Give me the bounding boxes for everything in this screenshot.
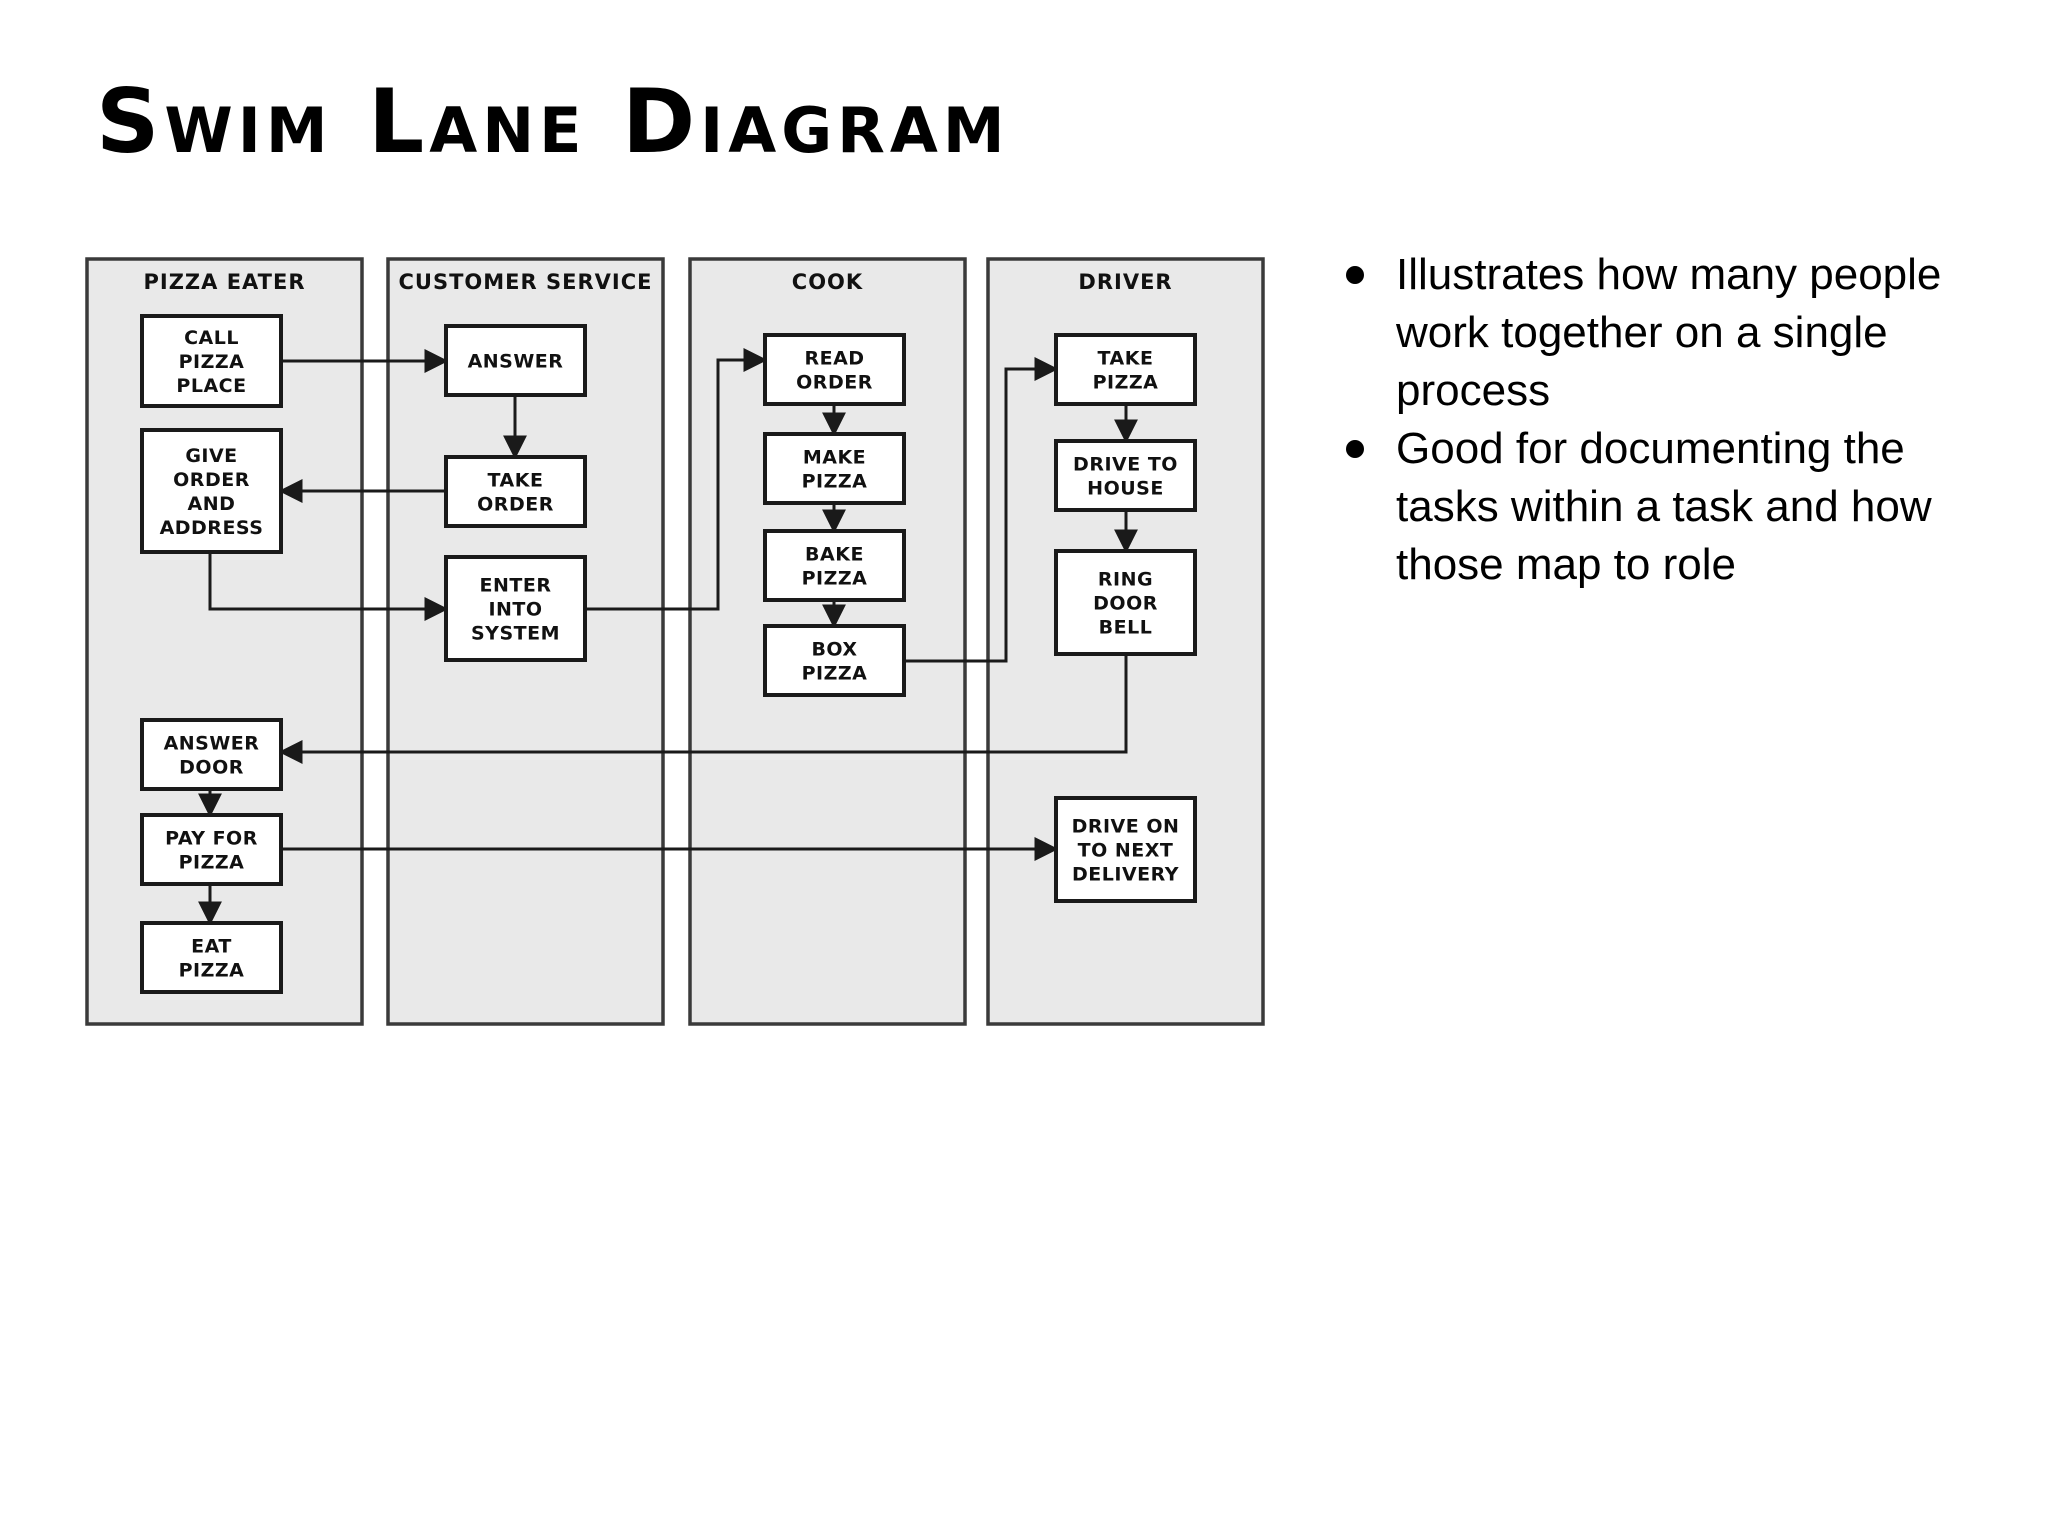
step-answer: ANSWER [444, 324, 587, 397]
step-box [1054, 439, 1197, 512]
step-label: TAKE [488, 470, 544, 492]
step-label: BAKE [805, 544, 864, 566]
step-box [140, 718, 283, 791]
step-label: PLACE [176, 375, 246, 397]
step-label: ADDRESS [160, 517, 264, 539]
step-box [140, 428, 283, 554]
lane-title: CUSTOMER SERVICE [399, 270, 653, 294]
lane-title: DRIVER [1078, 270, 1172, 294]
step-label: ORDER [173, 469, 250, 491]
step-label: TO NEXT [1078, 840, 1174, 862]
bullet-item: Illustrates how many people work togethe… [1346, 246, 2006, 420]
step-label: DOOR [1093, 593, 1158, 615]
arrow-box-to-takepizza [904, 357, 1059, 663]
step-box [444, 455, 587, 528]
step-label: PIZZA [179, 960, 245, 982]
bullet-dot-icon [1346, 266, 1364, 284]
step-label: RING [1098, 569, 1153, 591]
step-label: BOX [811, 639, 857, 661]
connections [198, 348, 1138, 926]
step-label: PIZZA [1093, 372, 1159, 394]
step-label: DRIVE ON [1072, 816, 1180, 838]
step-box [1054, 333, 1197, 406]
arrow-ring-to-answerdoor [278, 654, 1128, 764]
bullet-text: Illustrates how many people work togethe… [1396, 250, 1942, 415]
step-box [140, 314, 283, 408]
step-label: PIZZA [802, 471, 868, 493]
step-label: PIZZA [802, 568, 868, 590]
step-box [763, 432, 906, 505]
step-label: AND [188, 493, 236, 515]
bullet-text: Good for documenting the tasks within a … [1396, 424, 1932, 589]
step-box [1054, 549, 1197, 656]
step-label: HOUSE [1087, 478, 1164, 500]
step-label: PIZZA [802, 663, 868, 685]
step-box [763, 333, 906, 406]
step-label: DRIVE TO [1073, 454, 1178, 476]
bullet-list: Illustrates how many people work togethe… [1346, 246, 2006, 594]
step-label: PIZZA [179, 351, 245, 373]
step-box [140, 813, 283, 886]
step-label: PAY FOR [165, 828, 258, 850]
step-box [444, 555, 587, 662]
step-label: EAT [191, 936, 232, 958]
bullet-item: Good for documenting the tasks within a … [1346, 420, 2006, 594]
arrow-give-to-enter [208, 552, 449, 621]
step-label: SYSTEM [471, 623, 560, 645]
step-label: ENTER [480, 575, 552, 597]
step-label: PIZZA [179, 852, 245, 874]
step-box [763, 624, 906, 697]
step-label: MAKE [803, 447, 866, 469]
step-label: DELIVERY [1072, 864, 1179, 886]
bullet-dot-icon [1346, 440, 1364, 458]
step-label: BELL [1099, 617, 1153, 639]
step-label: INTO [488, 599, 542, 621]
step-label: ORDER [477, 494, 554, 516]
step-box [1054, 796, 1197, 903]
step-label: ANSWER [468, 351, 564, 373]
step-label: ANSWER [164, 733, 260, 755]
step-box [140, 921, 283, 994]
step-label: GIVE [185, 445, 237, 467]
lane-title: COOK [792, 270, 863, 294]
step-label: ORDER [796, 372, 873, 394]
step-label: CALL [184, 327, 239, 349]
step-label: READ [804, 348, 864, 370]
step-label: TAKE [1098, 348, 1154, 370]
arrow-enter-to-read [585, 348, 768, 611]
step-label: DOOR [179, 757, 244, 779]
slide-title: Swim Lane Diagram [96, 70, 1010, 173]
step-box [763, 529, 906, 602]
lane-title: PIZZA EATER [143, 270, 305, 294]
step-box [444, 324, 587, 397]
steps: CALLPIZZAPLACEGIVEORDERANDADDRESSANSWERD… [140, 314, 1197, 994]
